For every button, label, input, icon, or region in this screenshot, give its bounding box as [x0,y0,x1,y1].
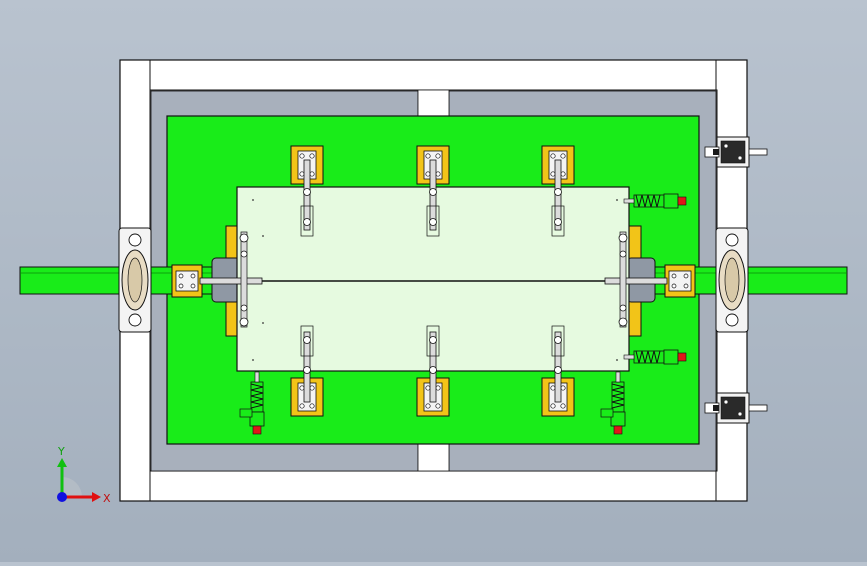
side-pins-left [239,231,249,328]
triad-x-label: X [103,492,111,505]
fitting-bottom-left [239,408,253,418]
coordinate-triad-icon: Y X [57,445,111,505]
fitting-bottom-right [600,408,614,418]
bearing-left[interactable] [118,227,152,333]
bearing-right[interactable] [715,227,749,333]
triad-y-label: Y [57,445,65,458]
triad-z-axis [57,492,67,502]
side-pins-right [618,231,628,328]
